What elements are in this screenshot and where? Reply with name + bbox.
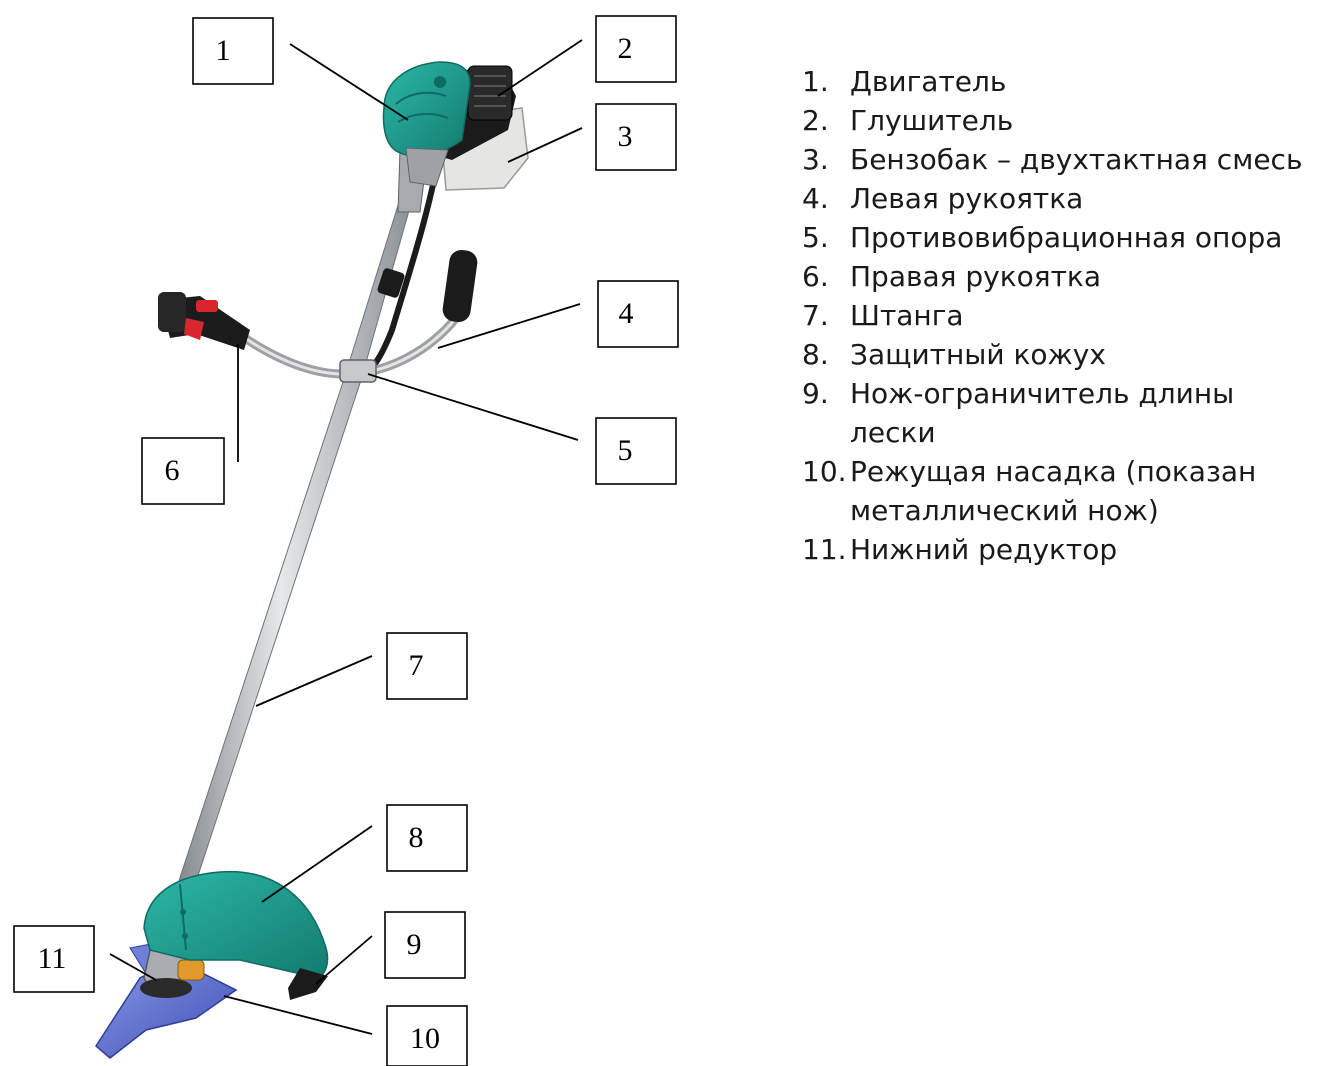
leader-line-1: [290, 44, 408, 120]
legend-item-label: Левая рукоятка: [850, 179, 1290, 218]
legend-item-number: 7.: [802, 296, 850, 335]
callout-9: 9: [385, 912, 465, 978]
handlebar-assembly: [158, 248, 479, 382]
callout-2-number: 2: [618, 32, 633, 65]
legend-item: 3.Бензобак – двухтактная смесь: [802, 140, 1340, 179]
legend-item-label: Бензобак – двухтактная смесь: [850, 140, 1290, 179]
parts-legend: 1.Двигатель 2.Глушитель 3.Бензобак – дву…: [802, 62, 1340, 569]
left-handle-grip: [441, 248, 479, 323]
legend-item: 4.Левая рукоятка: [802, 179, 1340, 218]
muffler: [468, 66, 512, 120]
callout-1-number: 1: [216, 34, 231, 67]
legend-item: 9.Нож-ограничитель длины лески: [802, 374, 1340, 452]
leader-line-5: [368, 374, 578, 440]
legend-item-label: Защитный кожух: [850, 335, 1290, 374]
legend-item-number: 11.: [802, 530, 850, 569]
callout-7: 7: [387, 633, 467, 699]
legend-item-number: 1.: [802, 62, 850, 101]
legend-item: 8.Защитный кожух: [802, 335, 1340, 374]
legend-item-label: Глушитель: [850, 101, 1290, 140]
legend-item-number: 9.: [802, 374, 850, 452]
right-handle-grip: [158, 292, 250, 350]
callout-2: 2: [596, 16, 676, 82]
callout-3: 3: [596, 104, 676, 170]
leader-line-8: [262, 826, 372, 902]
legend-item-number: 3.: [802, 140, 850, 179]
callout-4-number: 4: [619, 297, 634, 330]
brushcutter-illustration: [96, 62, 528, 1058]
callout-1: 1: [193, 18, 273, 84]
callout-8-number: 8: [409, 821, 424, 854]
legend-item-number: 10.: [802, 452, 850, 530]
legend-item-label: Двигатель: [850, 62, 1290, 101]
legend-item: 7.Штанга: [802, 296, 1340, 335]
legend-item: 5.Противовибрационная опора: [802, 218, 1340, 257]
legend-item-label: Штанга: [850, 296, 1290, 335]
legend-item-label: Нож-ограничитель длины лески: [850, 374, 1250, 452]
callout-7-number: 7: [409, 649, 424, 682]
callout-10-number: 10: [410, 1022, 440, 1055]
legend-item: 1.Двигатель: [802, 62, 1340, 101]
legend-item-label: Режущая насадка (показан металлический н…: [850, 452, 1290, 530]
callout-11: 11: [14, 926, 94, 992]
callout-10: 10: [387, 1006, 467, 1066]
leader-line-7: [256, 656, 372, 706]
callout-5: 5: [596, 418, 676, 484]
anti-vibration-mount: [340, 360, 376, 382]
legend-item: 6.Правая рукоятка: [802, 257, 1340, 296]
legend-item-number: 2.: [802, 101, 850, 140]
legend-item: 11.Нижний редуктор: [802, 530, 1340, 569]
leader-line-10: [224, 996, 372, 1034]
callout-6: 6: [142, 438, 224, 504]
legend-item-number: 8.: [802, 335, 850, 374]
callout-9-number: 9: [407, 928, 422, 961]
callout-11-number: 11: [38, 942, 67, 975]
legend-item: 2.Глушитель: [802, 101, 1340, 140]
legend-item-label: Противовибрационная опора: [850, 218, 1290, 257]
callout-8: 8: [387, 805, 467, 871]
legend-item-label: Правая рукоятка: [850, 257, 1290, 296]
callout-6-number: 6: [165, 454, 180, 487]
callout-5-number: 5: [618, 434, 633, 467]
shaft: [170, 140, 442, 912]
legend-item-number: 5.: [802, 218, 850, 257]
legend-item-number: 4.: [802, 179, 850, 218]
legend-item: 10.Режущая насадка (показан металлически…: [802, 452, 1340, 530]
legend-item-label: Нижний редуктор: [850, 530, 1290, 569]
legend-item-number: 6.: [802, 257, 850, 296]
callout-3-number: 3: [618, 120, 633, 153]
callout-4: 4: [598, 281, 678, 347]
